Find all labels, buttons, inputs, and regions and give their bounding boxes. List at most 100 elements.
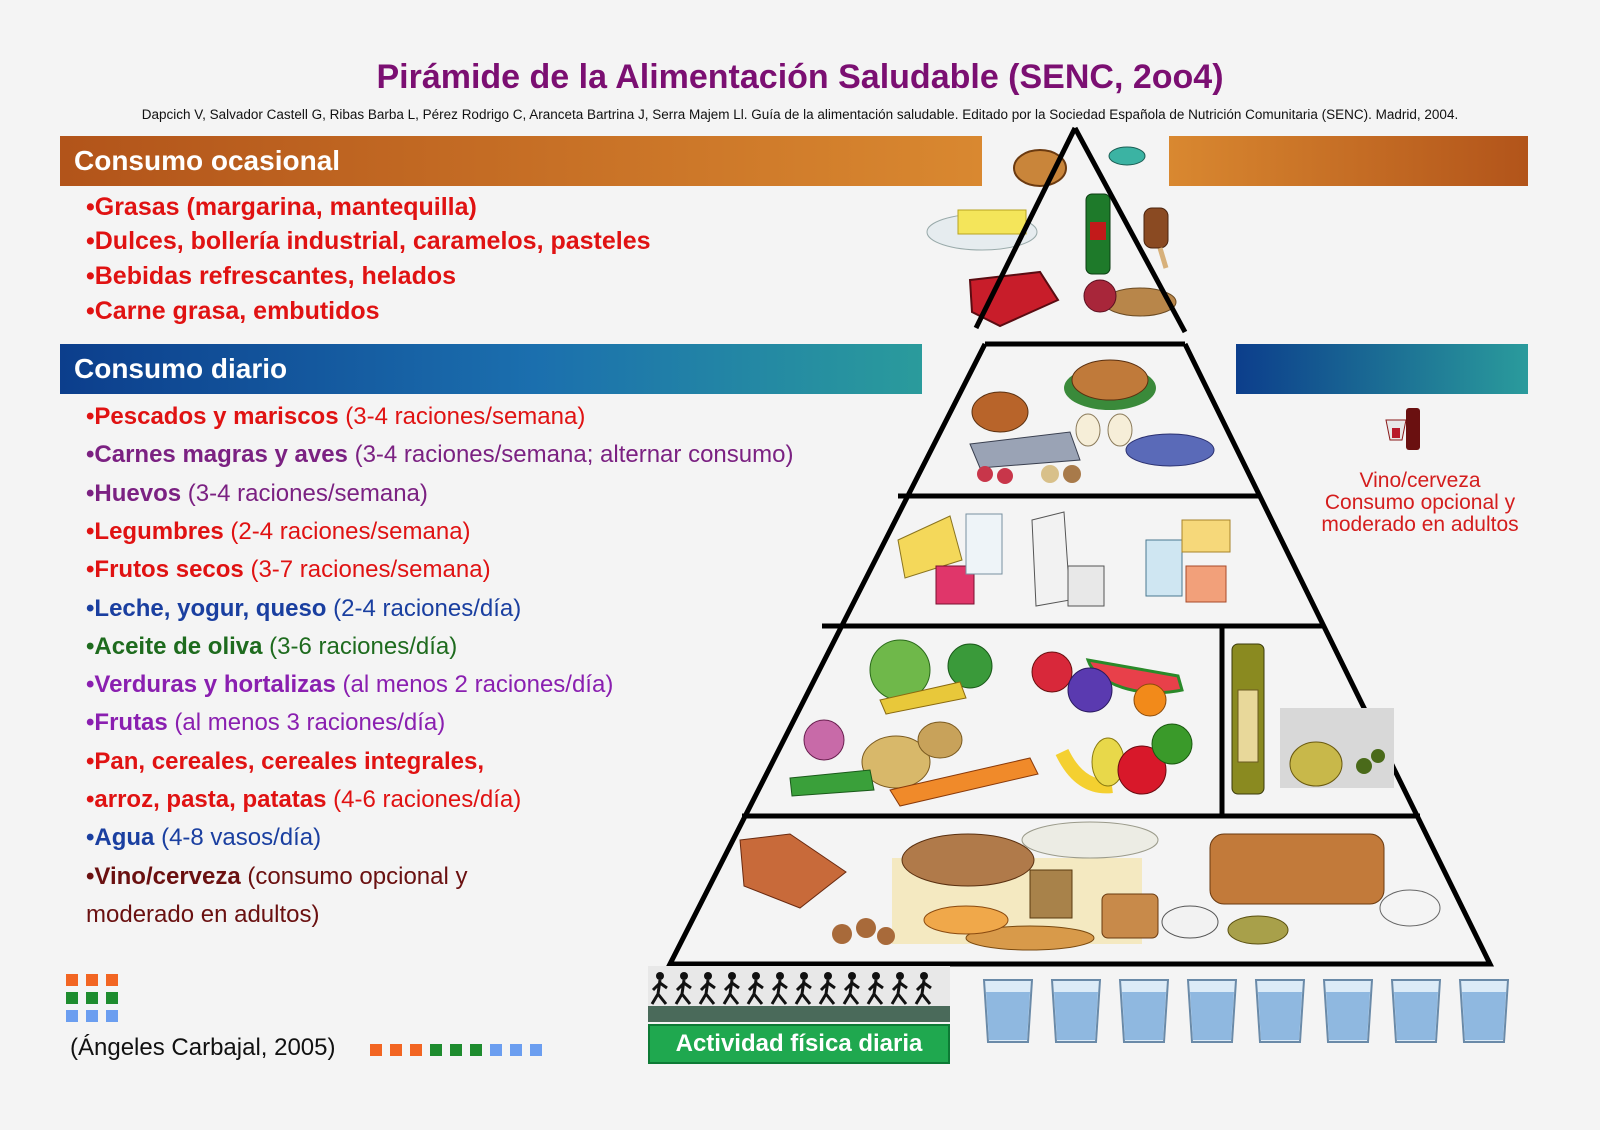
daily-item-portion: (3-4 raciones/semana; alternar consumo) — [347, 441, 794, 469]
wine-note: Vino/cerveza Consumo opcional y moderado… — [1308, 470, 1532, 536]
legend-square — [66, 992, 78, 1004]
runner-icon — [866, 972, 884, 1005]
daily-item-portion: (4-6 raciones/día) — [326, 786, 522, 813]
runner-icon — [914, 972, 932, 1005]
daily-item-name: •Agua — [86, 824, 155, 852]
daily-item-name: •Pan, cereales, cereales integrales, — [86, 747, 484, 775]
water-glass-icon — [1186, 979, 1238, 1043]
daily-item: •Leche, yogur, queso (2-4 raciones/día) — [86, 595, 521, 623]
daily-item-portion: moderado en adultos) — [86, 900, 320, 928]
occasional-item: •Grasas (margarina, mantequilla) — [86, 193, 477, 221]
runner-icon — [770, 972, 788, 1005]
runner-icon — [674, 972, 692, 1005]
activity-label: Actividad física diaria — [648, 1024, 950, 1064]
daily-item-name: •Carnes magras y aves — [86, 441, 348, 469]
section-heading-occasional: Consumo ocasional — [60, 136, 982, 186]
author-credit: (Ángeles Carbajal, 2005) — [70, 1034, 336, 1061]
daily-item-name: •Legumbres — [86, 517, 224, 545]
tier-cereals-illustration — [739, 821, 1441, 951]
daily-item-portion: (3-6 raciones/día) — [262, 632, 458, 660]
color-legend-grid — [66, 974, 126, 1026]
runner-icon — [746, 972, 764, 1005]
legend-square — [450, 1044, 462, 1056]
daily-item-name: •Frutas — [86, 709, 168, 737]
water-glass-icon — [982, 979, 1034, 1043]
tier-protein-illustration — [969, 359, 1215, 484]
wine-icon — [1385, 408, 1420, 450]
legend-square — [530, 1044, 542, 1056]
daily-item: •Legumbres (2-4 raciones/semana) — [86, 518, 471, 546]
daily-item: •Frutos secos (3-7 raciones/semana) — [86, 556, 491, 584]
wine-note-line: moderado en adultos — [1321, 513, 1519, 536]
daily-item-portion: (3-4 raciones/semana) — [181, 479, 428, 507]
daily-item-name: •arroz, pasta, patatas — [86, 786, 327, 813]
daily-item-name: •Huevos — [86, 479, 182, 507]
physical-activity-illustration — [648, 966, 950, 1022]
runner-icon — [890, 972, 908, 1005]
daily-item-name: •Frutos secos — [86, 556, 244, 584]
daily-item-portion: (3-4 raciones/semana) — [338, 403, 586, 430]
olive-oil-illustration — [1231, 643, 1394, 795]
legend-square — [86, 974, 98, 986]
daily-item-name: •Vino/cerveza — [86, 862, 241, 890]
section-band-daily-right — [1236, 344, 1528, 394]
water-glass-icon — [1050, 979, 1102, 1043]
section-heading-daily: Consumo diario — [60, 344, 922, 394]
section-band-occasional-right — [1169, 136, 1528, 186]
runner-icon — [698, 972, 716, 1005]
runner-icon — [818, 972, 836, 1005]
daily-item-name: •Verduras y hortalizas — [86, 671, 336, 699]
legend-square — [470, 1044, 482, 1056]
daily-item: •Huevos (3-4 raciones/semana) — [86, 480, 428, 508]
daily-item: moderado en adultos) — [86, 901, 319, 929]
tier-dairy-illustration — [897, 511, 1231, 607]
daily-item: •Carnes magras y aves (3-4 raciones/sema… — [86, 441, 793, 469]
runner-icon — [842, 972, 860, 1005]
legend-square — [106, 1010, 118, 1022]
daily-item-portion: (consumo opcional y — [240, 862, 468, 890]
citation: Dapcich V, Salvador Castell G, Ribas Bar… — [141, 107, 1459, 122]
daily-item-name: •Pescados y mariscos — [86, 403, 339, 430]
legend-square — [66, 974, 78, 986]
page-title: Pirámide de la Alimentación Saludable (S… — [376, 58, 1224, 96]
legend-square — [370, 1044, 382, 1056]
daily-item: •Agua (4-8 vasos/día) — [86, 824, 321, 852]
daily-item-portion: (2-4 raciones/semana) — [223, 517, 471, 545]
water-glass-icon — [1254, 979, 1306, 1043]
legend-square — [430, 1044, 442, 1056]
daily-item: •Verduras y hortalizas (al menos 2 racio… — [86, 671, 613, 699]
daily-item: •Aceite de oliva (3-6 raciones/día) — [86, 633, 457, 661]
daily-item: •Pan, cereales, cereales integrales, — [86, 748, 484, 776]
daily-item-portion: (2-4 raciones/día) — [326, 594, 522, 622]
legend-square — [86, 992, 98, 1004]
tier-vegetables-fruits-illustration — [789, 639, 1193, 807]
daily-item-name: •Aceite de oliva — [86, 632, 263, 660]
legend-square — [106, 974, 118, 986]
legend-square — [510, 1044, 522, 1056]
legend-square — [410, 1044, 422, 1056]
water-glass-icon — [1390, 979, 1442, 1043]
occasional-item: •Bebidas refrescantes, helados — [86, 262, 457, 290]
color-squares-row — [370, 1044, 570, 1058]
daily-item-name: •Leche, yogur, queso — [86, 594, 327, 622]
runner-icon — [650, 972, 668, 1005]
daily-item-portion: (al menos 3 raciones/día) — [167, 709, 446, 737]
daily-item: •Vino/cerveza (consumo opcional y — [86, 863, 468, 891]
daily-item: •arroz, pasta, patatas (4-6 raciones/día… — [86, 786, 521, 814]
daily-item-portion: (4-8 vasos/día) — [154, 824, 322, 852]
runner-icon — [722, 972, 740, 1005]
water-glasses — [982, 979, 1510, 1043]
daily-item-portion: (al menos 2 raciones/día) — [335, 671, 614, 699]
runner-icon — [794, 972, 812, 1005]
legend-square — [390, 1044, 402, 1056]
legend-square — [86, 1010, 98, 1022]
water-glass-icon — [1322, 979, 1374, 1043]
daily-item: •Frutas (al menos 3 raciones/día) — [86, 709, 445, 737]
occasional-item: •Carne grasa, embutidos — [86, 297, 380, 325]
wine-note-line: Vino/cerveza — [1359, 469, 1481, 492]
water-glass-icon — [1458, 979, 1510, 1043]
legend-square — [66, 1010, 78, 1022]
tier-occasional-illustration — [926, 146, 1177, 328]
occasional-item: •Dulces, bollería industrial, caramelos,… — [86, 227, 651, 255]
